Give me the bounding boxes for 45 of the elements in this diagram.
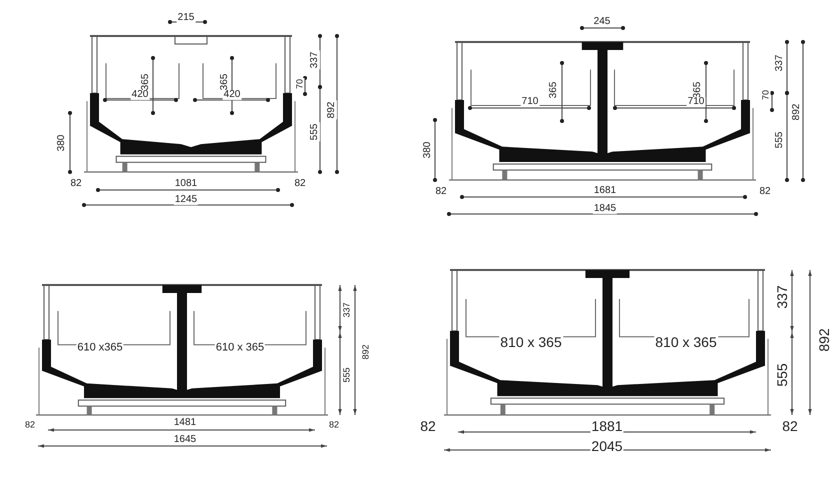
dimension-value: 82	[293, 179, 307, 189]
dimension-value: 82	[434, 187, 448, 197]
dimension-value: 70	[762, 89, 770, 101]
dimension-value: 337	[310, 50, 320, 70]
dimension-value: 82	[24, 420, 36, 430]
dimension-value: 1681	[592, 186, 618, 196]
dimension-value: 892	[327, 100, 337, 120]
dimension-value: 70	[296, 78, 304, 90]
dimension-value: 555	[310, 122, 320, 142]
dimension-value: 892	[362, 343, 370, 361]
dimension-value: 337	[342, 301, 352, 319]
dimension-value: 610 x365	[76, 342, 124, 354]
dimension-value: 2045	[590, 439, 624, 453]
dimension-value: 555	[775, 362, 789, 388]
dimension-value: 810 x 365	[654, 335, 718, 349]
dimension-value: 337	[775, 284, 789, 310]
dimension-value: 82	[419, 419, 437, 433]
dimension-value: 610 x 365	[214, 342, 266, 354]
dimension-value: 892	[817, 327, 831, 353]
dimension-value: 380	[57, 134, 67, 152]
dimension-value: 1245	[174, 195, 198, 205]
dimension-value: 1645	[172, 435, 198, 445]
dimension-value: 1845	[592, 204, 618, 214]
dimension-value: 420	[130, 90, 150, 100]
dimension-value: 215	[176, 13, 196, 23]
dimension-value: 380	[423, 140, 433, 160]
dimension-value: 365	[141, 72, 151, 92]
dimension-value: 710	[686, 97, 706, 107]
dimension-value: 1081	[174, 179, 198, 189]
dimension-value: 555	[342, 366, 352, 384]
dimension-value: 245	[592, 17, 612, 27]
dimension-value: 710	[520, 97, 540, 107]
dimension-value: 1481	[172, 418, 198, 428]
dimension-value: 365	[220, 72, 230, 92]
dimension-value: 82	[781, 419, 799, 433]
dimension-value: 82	[328, 420, 340, 430]
dimension-value: 555	[775, 130, 785, 150]
dimension-value: 82	[69, 179, 83, 189]
dimension-value: 1881	[590, 419, 624, 433]
dimension-value: 420	[222, 90, 242, 100]
dimension-value: 365	[549, 80, 559, 100]
dimension-value: 82	[758, 187, 772, 197]
dimension-value: 810 x 365	[499, 335, 563, 349]
dimension-value: 892	[792, 102, 802, 122]
dimension-value: 337	[775, 54, 785, 72]
